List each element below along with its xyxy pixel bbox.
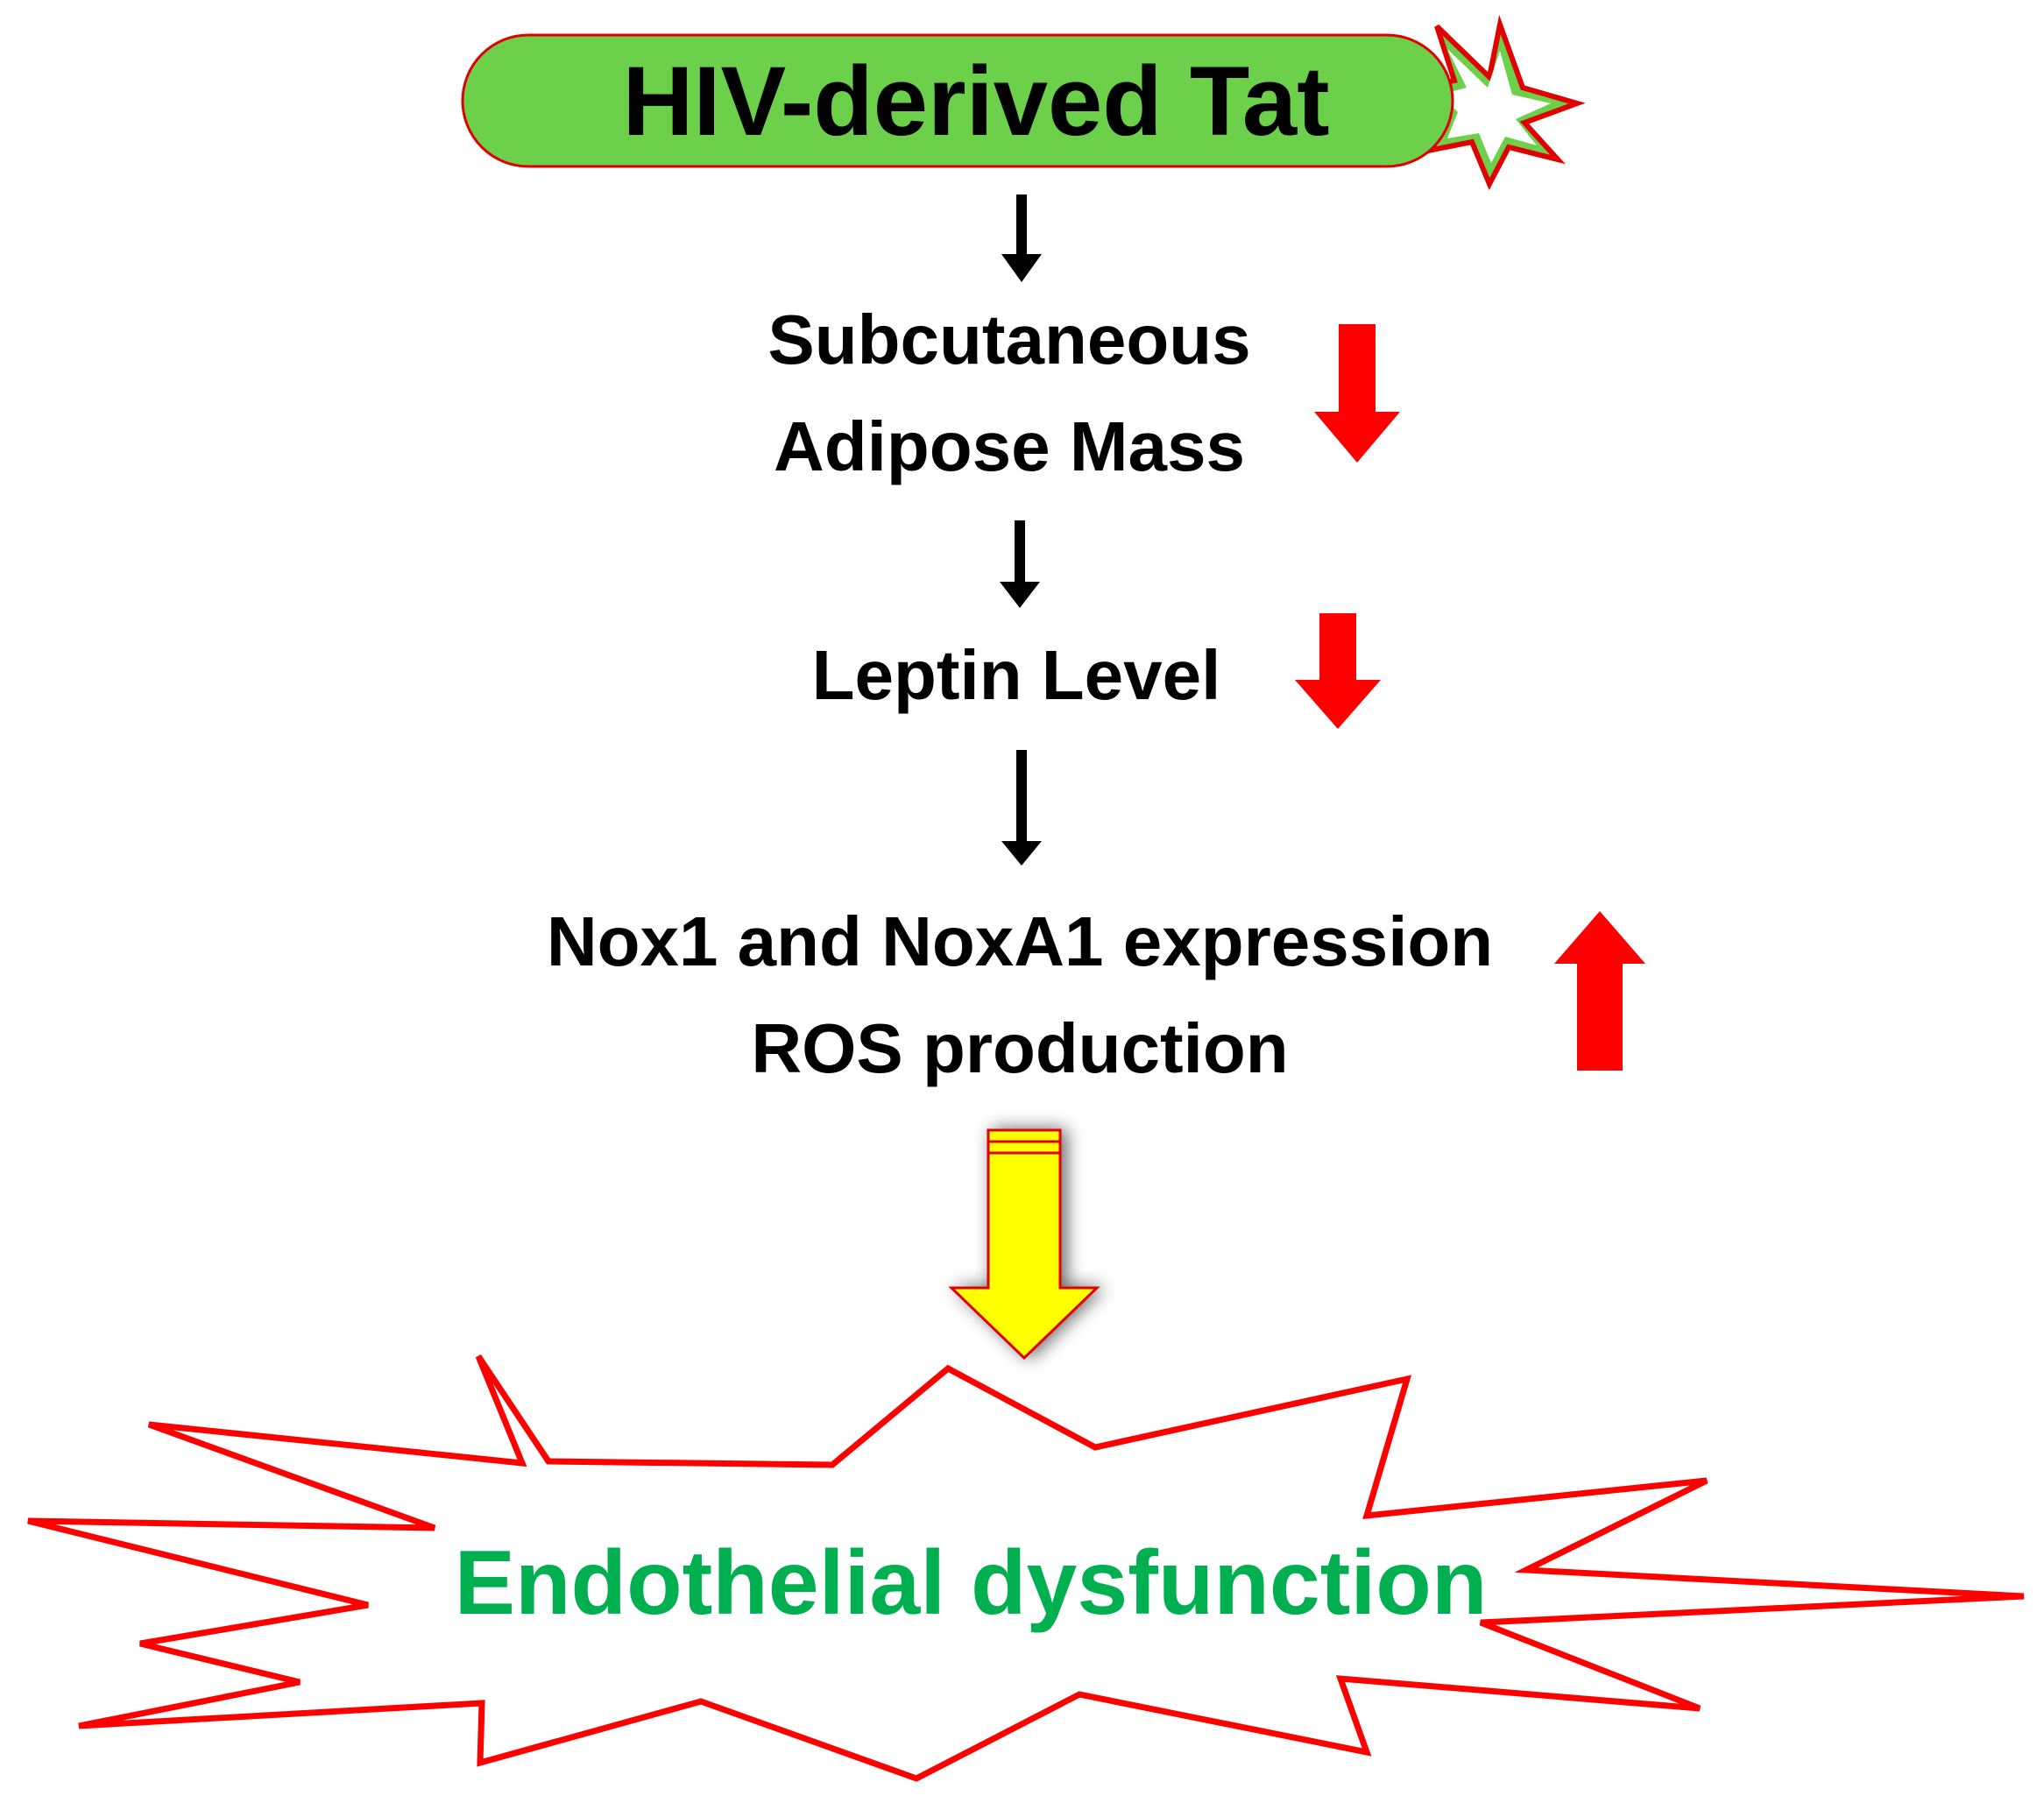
red-down-arrow-icon: [1314, 324, 1400, 463]
adipose-node: Subcutaneous Adipose Mass: [767, 301, 1250, 485]
adipose-label-line1: Subcutaneous: [767, 301, 1250, 378]
black-down-arrow-icon: [1000, 520, 1040, 608]
leptin-label: Leptin Level: [812, 636, 1221, 714]
red-down-arrow-icon: [1295, 613, 1381, 729]
outcome-label: Endothelial dysfunction: [455, 1532, 1488, 1634]
adipose-label-line2: Adipose Mass: [774, 407, 1245, 485]
red-up-arrow-icon: [1554, 911, 1645, 1071]
explosion-burst-icon: [27, 1354, 2025, 1782]
nox-label-line1: Nox1 and NoxA1 expression: [547, 902, 1493, 980]
source-label: HIV-derived Tat: [622, 46, 1329, 156]
starburst-inner-icon: [1440, 49, 1551, 163]
nox-label-line2: ROS production: [751, 1009, 1288, 1087]
source-pill: [461, 33, 1454, 168]
source-node: HIV-derived Tat: [461, 14, 1586, 191]
nox-ros-node: Nox1 and NoxA1 expression ROS production: [547, 902, 1493, 1087]
yellow-down-arrow-icon: [948, 1128, 1100, 1361]
black-down-arrow-icon: [1001, 194, 1042, 282]
black-down-arrow-icon: [1001, 750, 1042, 866]
